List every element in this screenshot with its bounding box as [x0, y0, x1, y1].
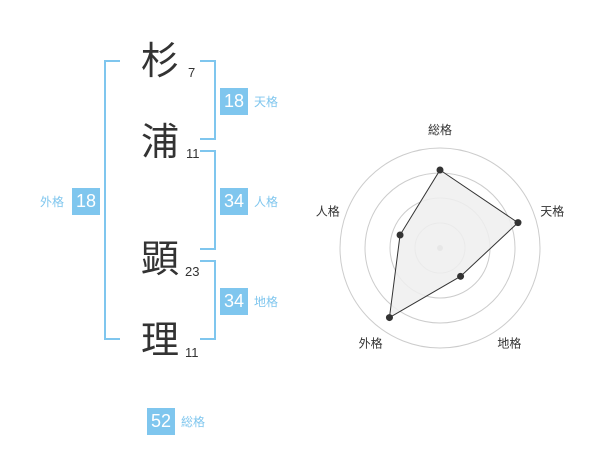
name-char-3: 顕	[141, 237, 180, 281]
radar-axis-label: 人格	[316, 204, 340, 219]
stroke-count-2: 11	[186, 146, 200, 161]
radar-axis-label: 天格	[540, 204, 564, 219]
name-char-2: 浦	[141, 120, 180, 164]
tenkaku-value: 18	[220, 88, 248, 115]
radar-area	[388, 169, 519, 319]
soukaku-value: 52	[147, 408, 175, 435]
gaikaku-bracket	[104, 60, 120, 340]
radar-axis-label: 総格	[428, 122, 452, 137]
jinkaku-bracket	[200, 150, 216, 250]
jinkaku-value: 34	[220, 188, 248, 215]
radar-point	[514, 219, 522, 227]
chikaku-value: 34	[220, 288, 248, 315]
name-char-4: 理	[141, 318, 180, 362]
radar-axis-label: 地格	[497, 335, 521, 350]
tenkaku-bracket	[200, 60, 216, 140]
stroke-count-3: 23	[185, 264, 200, 279]
radar-axis-label: 外格	[359, 335, 383, 350]
radar-point	[457, 272, 465, 280]
jinkaku-label: 人格	[254, 195, 279, 209]
soukaku-label: 総格	[181, 415, 206, 429]
gaikaku-label: 外格	[40, 195, 65, 209]
chikaku-label: 地格	[254, 295, 279, 309]
stroke-count-1: 7	[188, 65, 196, 80]
tenkaku-label: 天格	[254, 95, 279, 109]
gaikaku-value: 18	[72, 188, 100, 215]
name-char-1: 杉	[141, 39, 180, 83]
radar-point	[385, 314, 393, 322]
radar-point	[436, 166, 444, 174]
radar-ring	[339, 147, 541, 349]
stroke-count-4: 11	[185, 345, 199, 360]
chikaku-bracket	[200, 260, 216, 340]
radar-point	[396, 231, 404, 239]
